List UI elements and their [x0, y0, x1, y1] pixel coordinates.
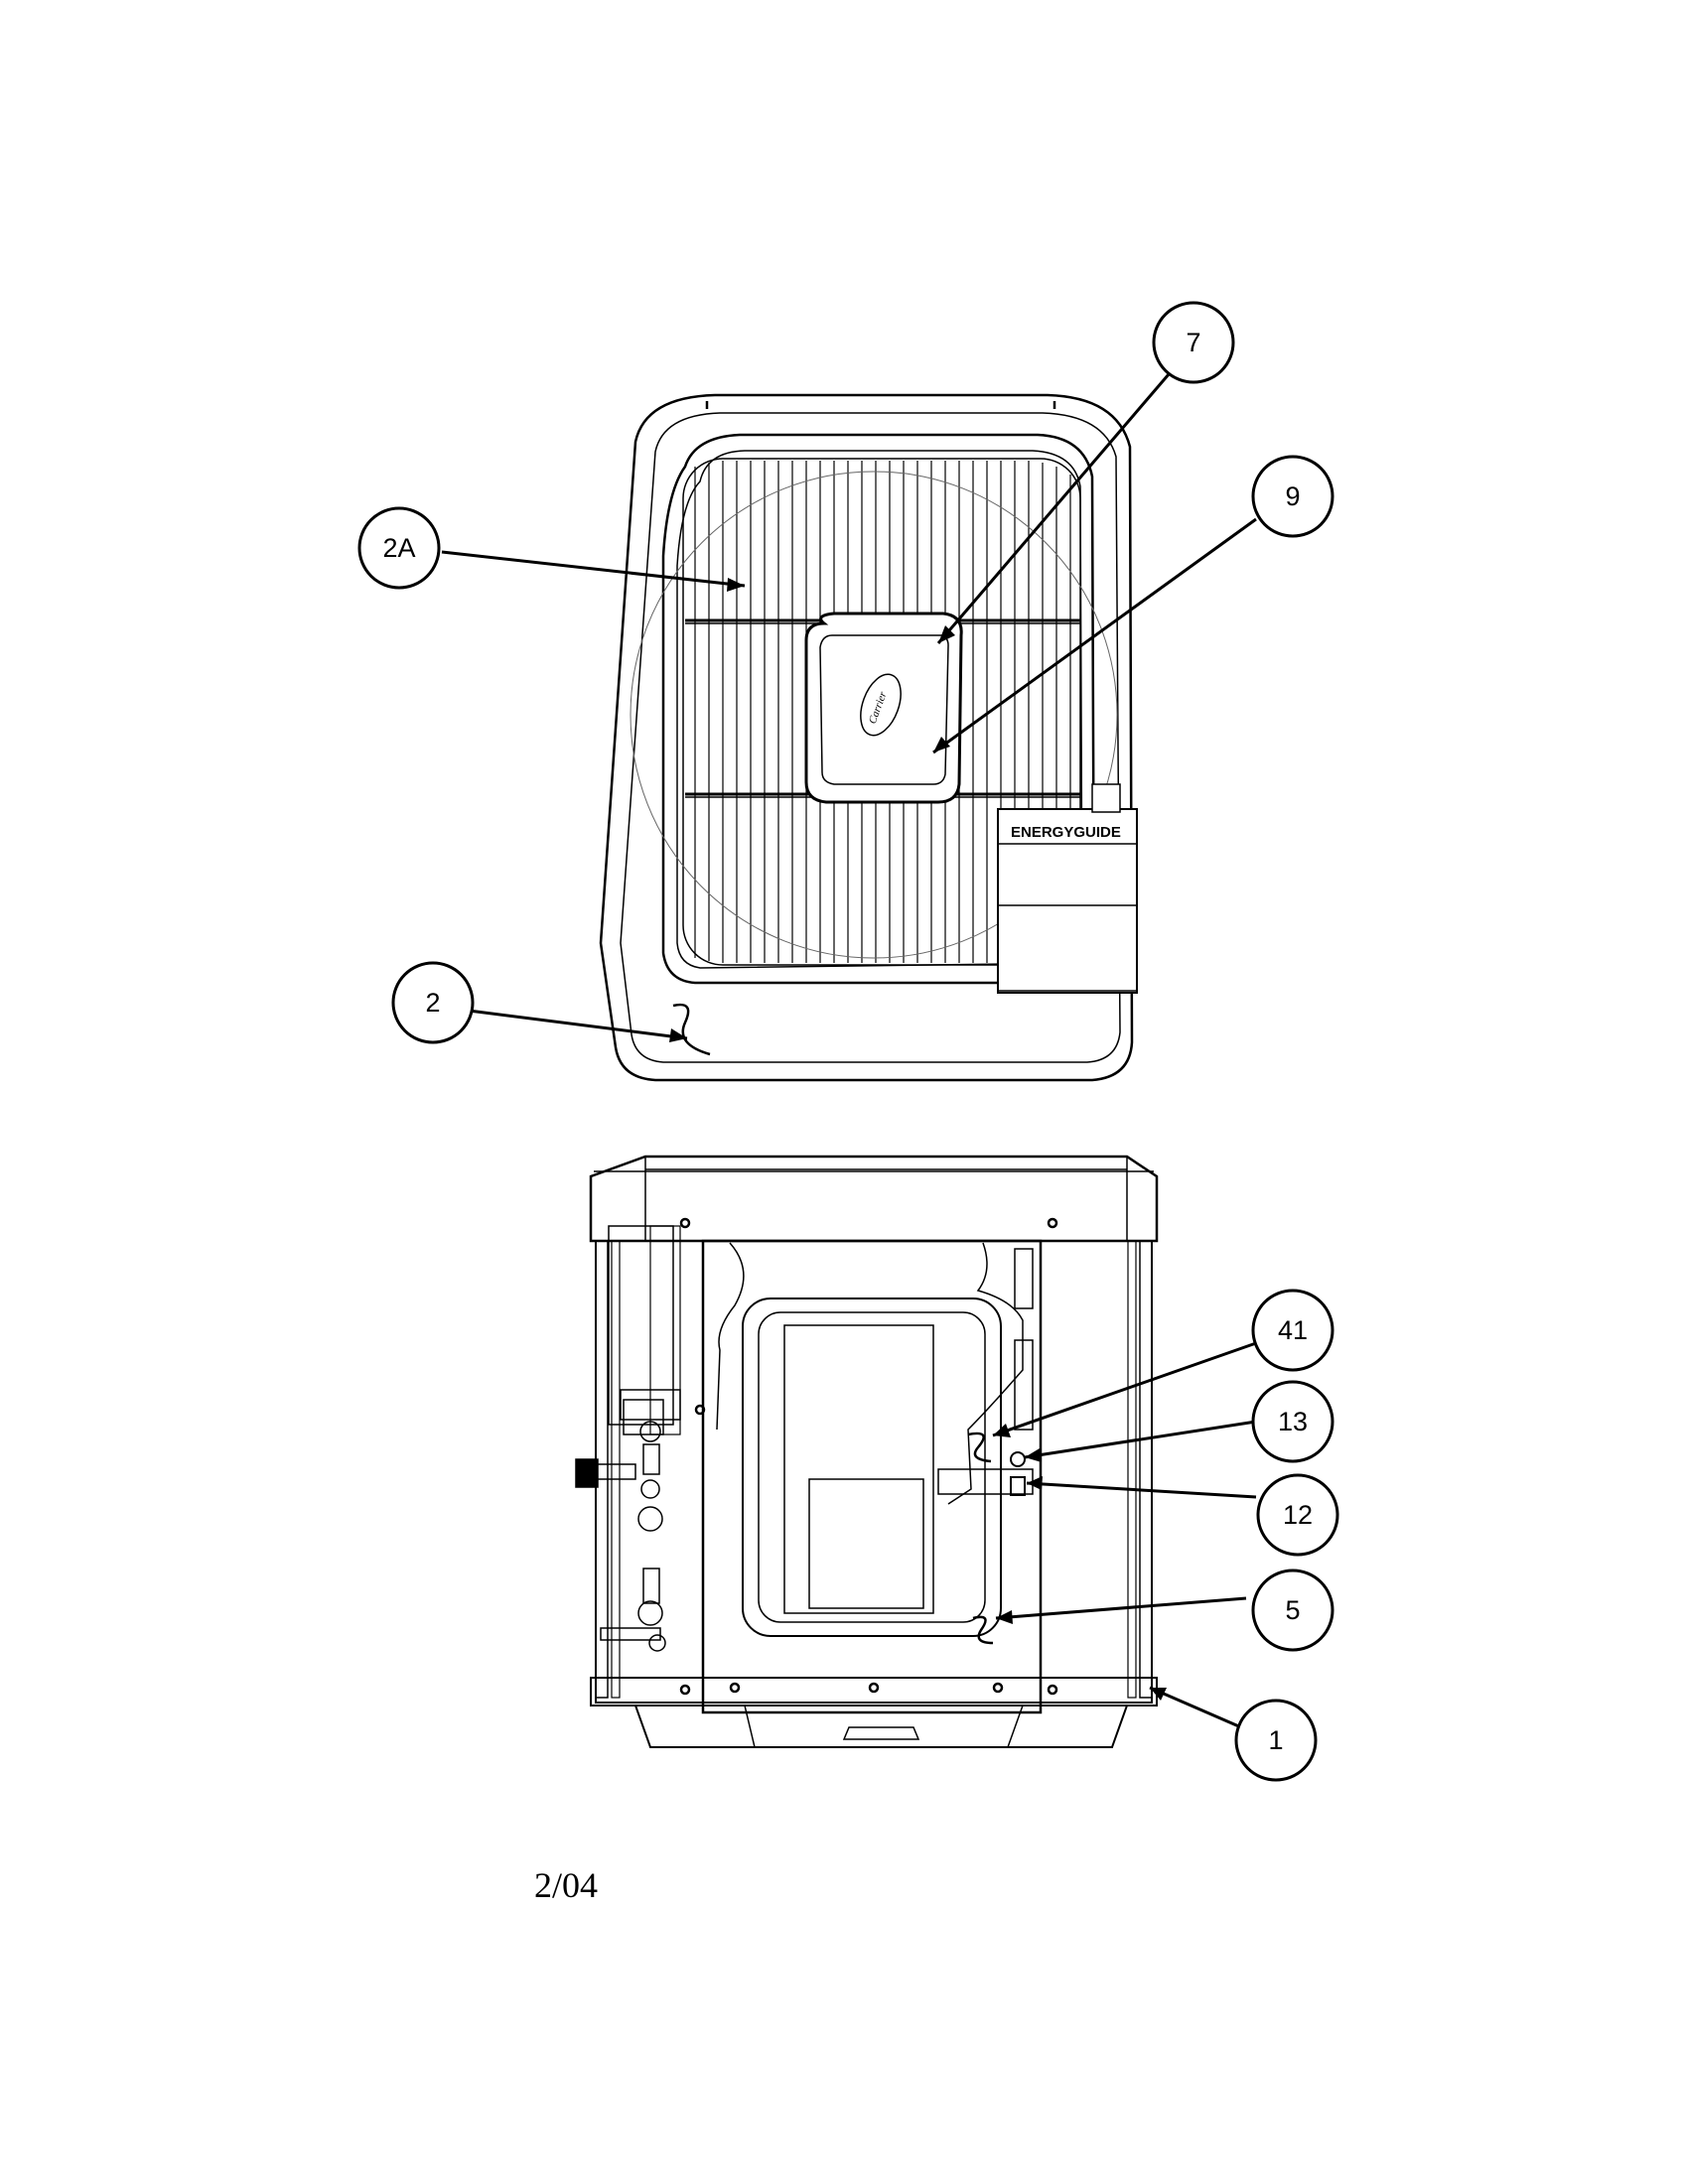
leader-13: [1024, 1420, 1257, 1459]
callout-2A-circle: [357, 506, 441, 590]
energyguide-text: ENERGYGUIDE: [1011, 824, 1121, 841]
leader-5: [995, 1596, 1247, 1620]
leader-1: [1149, 1686, 1242, 1729]
energyguide-label: [997, 808, 1138, 994]
compressor-opening: [742, 1297, 1002, 1637]
callout-9-circle: [1251, 455, 1334, 538]
access-panel: [701, 1239, 1043, 1714]
motor-cover: [804, 612, 963, 804]
revision-date: 2/04: [534, 1865, 599, 1905]
right-louver: [1139, 1240, 1153, 1699]
leader-12: [1026, 1481, 1257, 1499]
callout-12-label: 12: [1283, 1500, 1313, 1530]
leader-2A: [441, 550, 746, 588]
label-clip: [1091, 783, 1121, 813]
part-13-marker: [1010, 1451, 1026, 1467]
callout-2-label: 2: [425, 988, 440, 1018]
carrier-logo: [860, 673, 902, 737]
part-12-marker: [1010, 1476, 1026, 1496]
top-unit-front-view: Carrier ENERGYGUIDE: [599, 393, 1138, 1082]
callout-5-circle: [1251, 1569, 1334, 1652]
control-box: [608, 1225, 674, 1426]
leader-41: [992, 1341, 1257, 1437]
compressor-label: [808, 1478, 924, 1609]
callout-circles: [357, 301, 1339, 1782]
cutaway-edge: [716, 1242, 1024, 1505]
callout-12-circle: [1256, 1473, 1339, 1557]
callout-1-label: 1: [1268, 1725, 1283, 1755]
leader-lines: [441, 366, 1257, 1729]
callout-9-label: 9: [1285, 481, 1300, 511]
callout-2A-label: 2A: [382, 533, 415, 563]
cabinet-body: [595, 1240, 1153, 1704]
callout-41-label: 41: [1278, 1315, 1308, 1345]
part-2-pointer-curl: [672, 1003, 711, 1056]
leader-7: [936, 366, 1177, 644]
fan-grille: [682, 458, 1081, 966]
service-valve-upper: [639, 1421, 661, 1442]
callout-41-circle: [1251, 1289, 1334, 1372]
callout-13-label: 13: [1278, 1407, 1308, 1436]
base-pan: [633, 1705, 1129, 1748]
callout-labels: 7 9 2A 2 41 13 12 5 1: [382, 328, 1313, 1755]
service-valve-lower: [637, 1506, 663, 1532]
fan-blade-outline: [630, 471, 1118, 959]
arrowheads: [669, 578, 1167, 1701]
part-41-pointer-curl: [967, 1432, 992, 1463]
leader-9: [932, 517, 1257, 754]
compressor: [783, 1324, 934, 1614]
callout-5-label: 5: [1285, 1595, 1300, 1625]
leader-2: [468, 1009, 688, 1040]
callout-7-label: 7: [1186, 328, 1200, 357]
callout-2-circle: [391, 961, 475, 1044]
callout-13-circle: [1251, 1380, 1334, 1463]
callout-1-circle: [1234, 1699, 1318, 1782]
part-5-pointer-curl: [972, 1615, 994, 1645]
top-casing: [599, 393, 1134, 1082]
callout-7-circle: [1152, 301, 1235, 384]
